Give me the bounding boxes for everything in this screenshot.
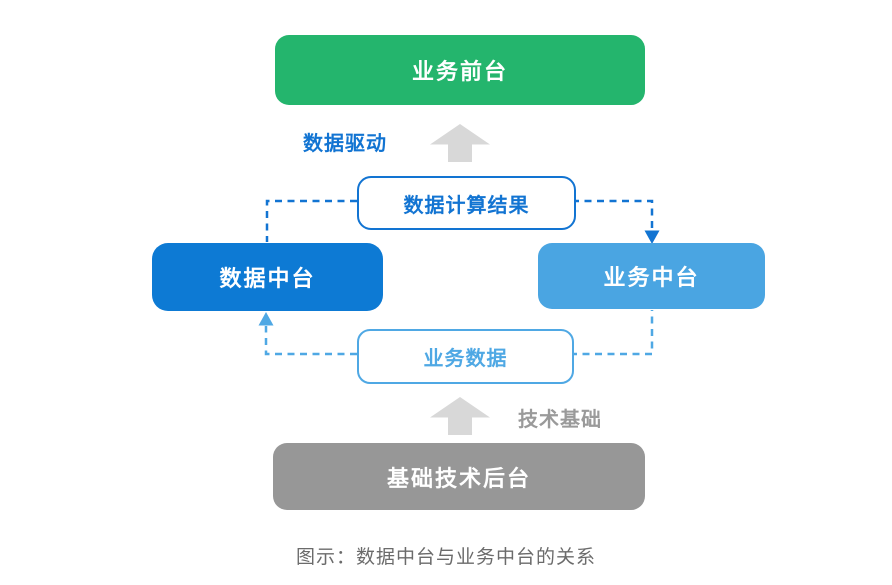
connector-label-business-data: 业务数据	[357, 329, 574, 384]
connector-label-data-result: 数据计算结果	[357, 176, 576, 230]
arrowhead-down-into-businessplatform-icon	[644, 230, 660, 244]
arrowhead-up-into-dataplatform-icon	[258, 312, 274, 326]
wire-dataresult-to-businessplatform	[572, 199, 654, 231]
node-data-platform: 数据中台	[152, 243, 383, 311]
diagram-caption: 图示：数据中台与业务中台的关系	[295, 547, 596, 568]
node-tech-backend-label: 基础技术后台	[386, 465, 531, 491]
node-business-frontend-label: 业务前台	[411, 59, 508, 84]
annotation-data-driven: 数据驱动	[303, 133, 387, 155]
wire-dataresult-to-dataplatform	[265, 199, 357, 242]
connector-label-business-data-text: 业务数据	[423, 348, 508, 370]
connector-label-data-result-text: 数据计算结果	[403, 194, 530, 217]
node-business-frontend: 业务前台	[275, 35, 645, 105]
node-business-platform-label: 业务中台	[603, 265, 700, 290]
node-data-platform-label: 数据中台	[219, 266, 316, 291]
wire-bizdata-to-dataplatform	[264, 326, 357, 356]
node-tech-backend: 基础技术后台	[273, 443, 645, 510]
wire-bizdata-to-businessplatform	[570, 310, 654, 356]
annotation-tech-foundation: 技术基础	[518, 409, 602, 431]
node-business-platform: 业务中台	[538, 243, 765, 309]
